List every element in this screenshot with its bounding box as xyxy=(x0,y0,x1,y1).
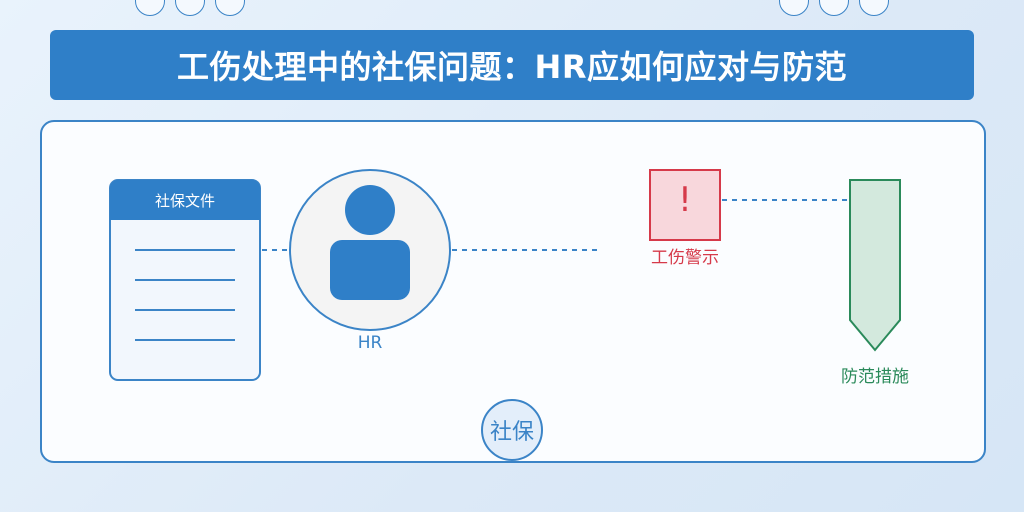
warning-icon: ! xyxy=(678,180,692,220)
social-security-label: 社保 xyxy=(489,420,534,445)
hr-label: HR xyxy=(357,333,383,353)
person-head-icon xyxy=(345,185,395,235)
document-label: 社保文件 xyxy=(154,192,215,210)
document-header xyxy=(110,180,260,220)
document-node xyxy=(109,179,261,381)
social-security-badge xyxy=(481,399,543,461)
shield-shape xyxy=(849,179,901,352)
page-title: 工伤处理中的社保问题：HR应如何应对与防范 xyxy=(177,48,847,86)
warning-label: 工伤警示 xyxy=(651,248,719,268)
hr-node xyxy=(289,169,451,331)
prevention-label: 防范措施 xyxy=(841,367,909,387)
title-banner: 工伤处理中的社保问题：HR应如何应对与防范 xyxy=(50,30,974,100)
person-body-icon xyxy=(330,240,410,300)
warning-box xyxy=(649,169,721,241)
